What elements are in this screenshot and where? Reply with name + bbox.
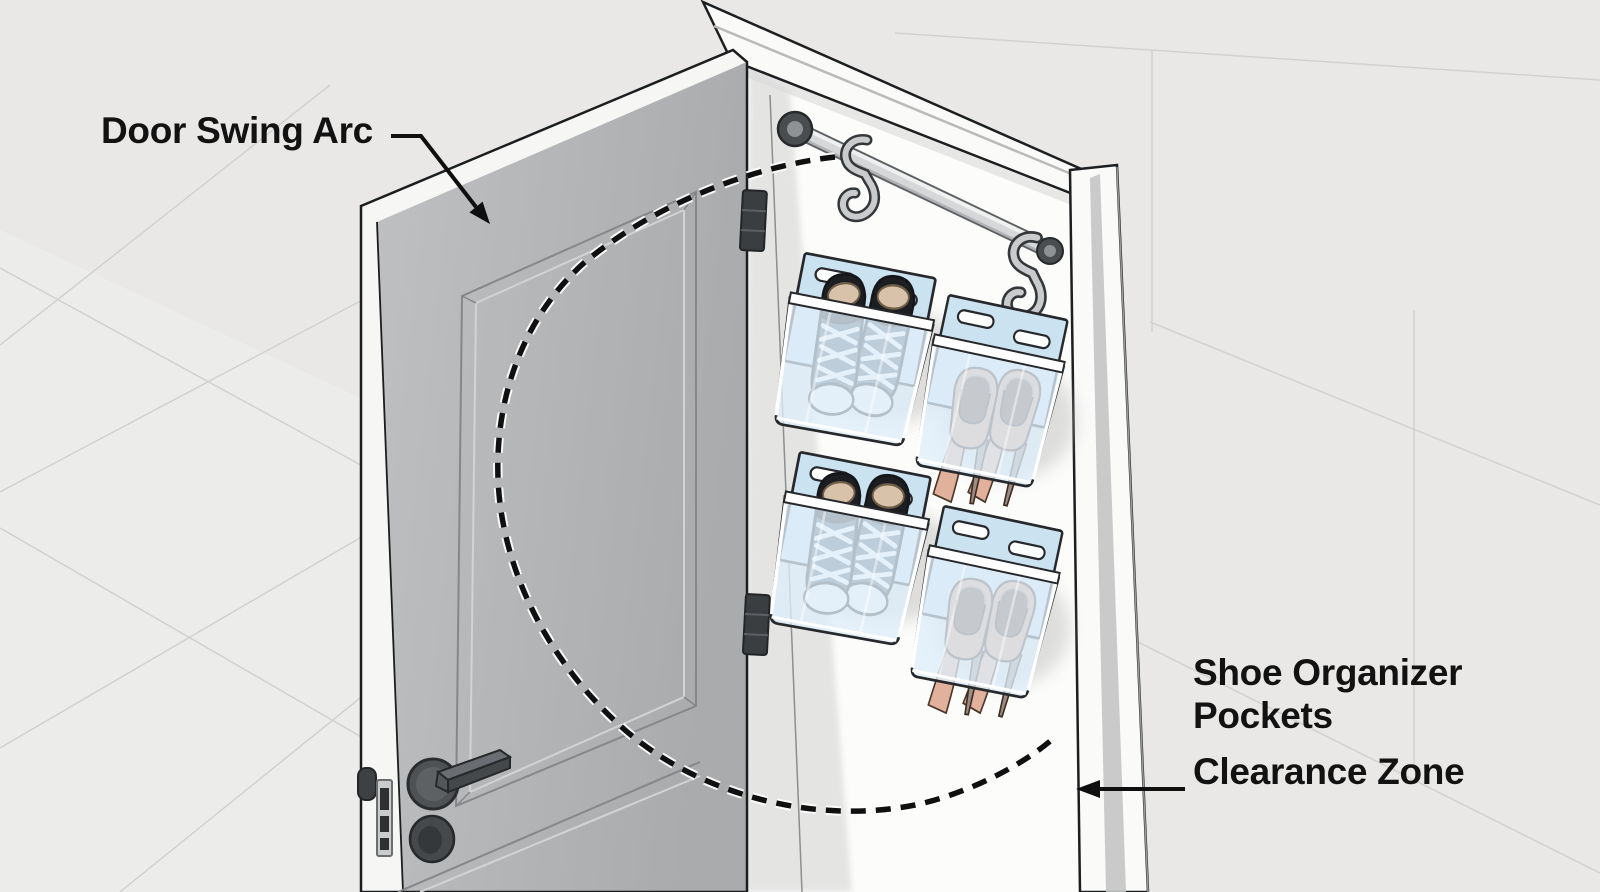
latch-plate — [376, 779, 393, 857]
door-swing-arc-curve — [493, 152, 1060, 816]
door-top-edge — [362, 50, 747, 222]
door-lower-panel — [397, 761, 701, 892]
rod-mount-right — [1036, 237, 1064, 265]
hinge-bottom — [742, 593, 771, 657]
label-clearance-zone: Clearance Zone — [1193, 751, 1465, 792]
open-door — [357, 48, 771, 892]
floor-area — [0, 230, 365, 892]
arrowhead-down-right-icon — [469, 201, 490, 224]
deadbolt-knob — [408, 814, 456, 864]
hanging-rod — [776, 110, 1064, 265]
wall-grid-lines — [0, 32, 1600, 892]
label-door-swing-arc: Door Swing Arc — [101, 110, 373, 151]
frame-trim-stripe — [1090, 174, 1126, 892]
hinge-top — [739, 189, 768, 253]
label-shoe-organizer-pockets: Shoe Organizer Pockets — [1193, 652, 1463, 736]
header-shadow — [733, 62, 1076, 206]
door-frame — [700, 0, 1150, 892]
door-side-edge — [361, 206, 403, 892]
rod-mount-left — [776, 110, 814, 148]
door-swing-arc-leader — [391, 134, 490, 224]
clearance-zone-leader — [1076, 780, 1185, 798]
door-face — [377, 62, 747, 892]
arrowhead-left-icon — [1076, 780, 1100, 798]
handle-hub-back — [357, 767, 377, 801]
lever-handle — [406, 748, 513, 811]
